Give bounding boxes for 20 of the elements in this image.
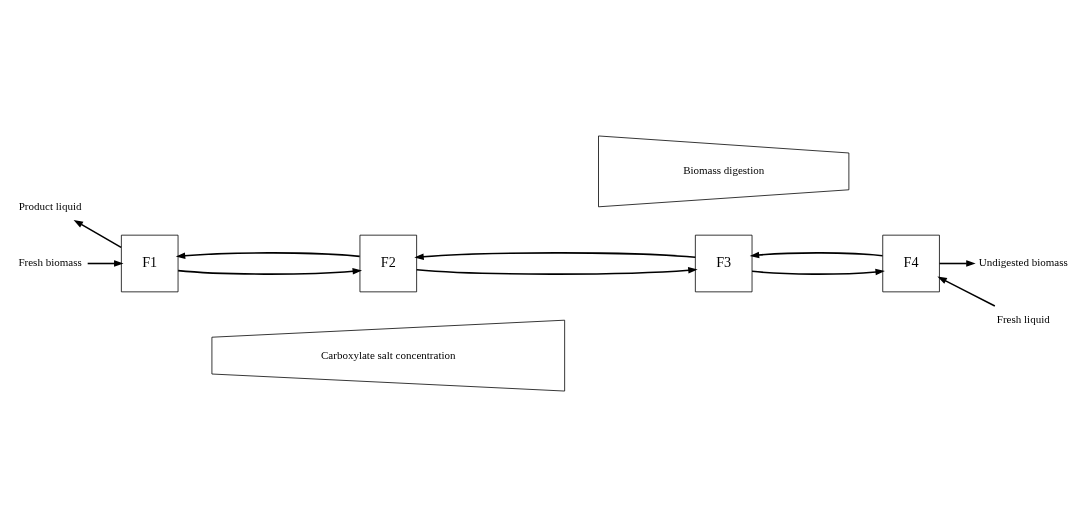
node-box: Biomass digestion <box>598 135 850 208</box>
arrow <box>937 276 996 307</box>
arrow <box>938 260 976 267</box>
arrow <box>177 268 363 275</box>
node-box: F1 <box>120 234 179 293</box>
node-box: F3 <box>694 234 753 293</box>
arrow <box>414 252 697 260</box>
node-box: Carboxylate salt concentration <box>211 319 566 392</box>
arrow <box>73 219 122 249</box>
arrow <box>751 268 885 276</box>
node-box: F2 <box>359 234 418 293</box>
arrow <box>749 251 884 259</box>
arrow <box>175 252 361 259</box>
arrow <box>86 260 124 267</box>
node-text: Fresh liquid <box>996 313 1050 326</box>
node-box: F4 <box>882 234 940 293</box>
node-text: Product liquid <box>18 199 82 212</box>
node-text: Undigested biomass <box>978 256 1068 269</box>
arrow <box>415 267 698 275</box>
node-text: Fresh biomass <box>18 256 82 269</box>
